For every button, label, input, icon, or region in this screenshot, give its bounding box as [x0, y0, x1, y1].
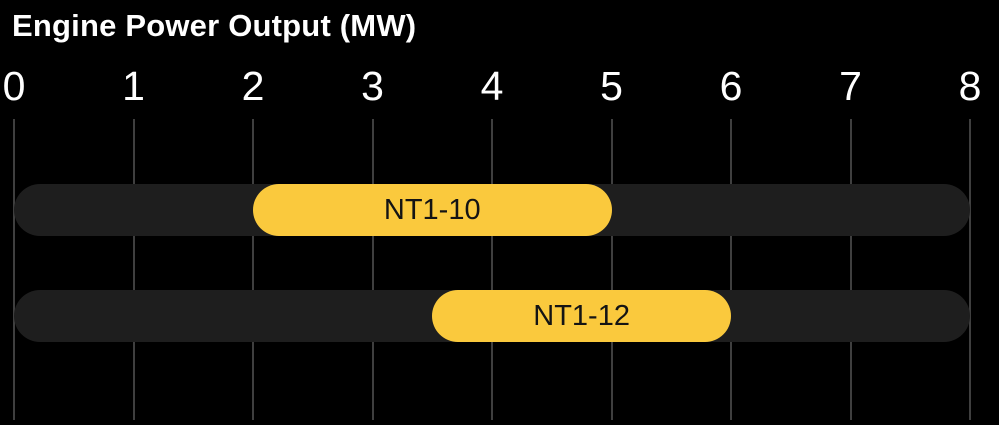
gridline	[610, 119, 613, 420]
gridline	[252, 119, 254, 420]
x-axis-tick-label: 3	[361, 63, 384, 109]
gridline	[849, 119, 852, 420]
x-axis-tick-label: 5	[600, 63, 623, 109]
bar-label: NT1-10	[383, 193, 481, 226]
range-bar-segment: NT1-12	[432, 290, 731, 342]
x-axis-tick-label: 6	[719, 63, 743, 109]
bar-label: NT1-12	[533, 299, 630, 332]
gridline	[132, 119, 135, 420]
x-axis-tick-label: 0	[2, 63, 26, 109]
chart-title: Engine Power Output (MW)	[12, 8, 417, 43]
range-bar-segment: NT1-10	[253, 184, 612, 236]
gridline	[730, 119, 732, 420]
gridline	[371, 119, 374, 420]
x-axis-tick-label: 1	[122, 63, 145, 109]
gridline	[969, 119, 971, 420]
x-axis-tick-label: 2	[241, 63, 265, 109]
x-axis-tick-label: 7	[839, 63, 862, 109]
gridline	[13, 119, 15, 420]
gridline	[491, 119, 493, 420]
x-axis-tick-label: 4	[480, 63, 504, 109]
x-axis-tick-label: 8	[958, 63, 982, 109]
